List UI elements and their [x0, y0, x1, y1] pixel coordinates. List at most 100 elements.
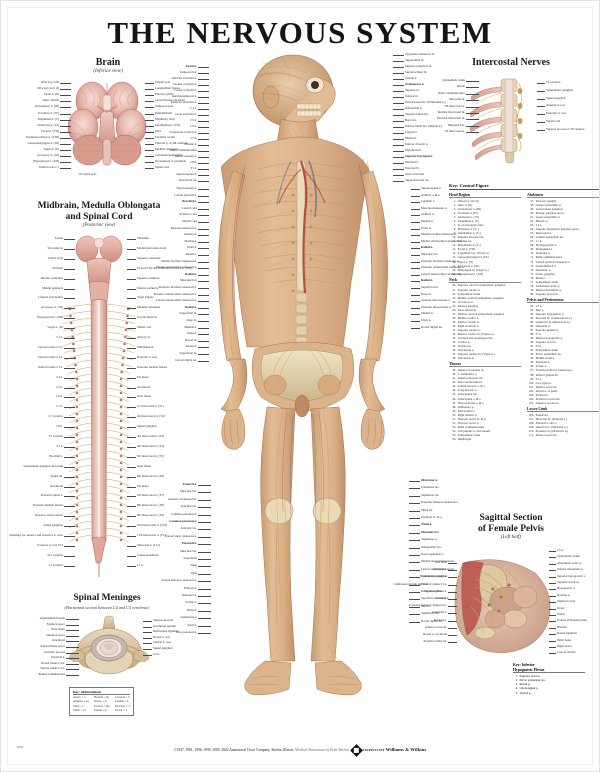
- leader-line: [198, 610, 211, 612]
- leader-line: [411, 235, 420, 236]
- anatomy-label: Deep br.: [186, 318, 197, 322]
- anatomy-label: Dura mater: [137, 394, 152, 399]
- key-item-number: 5.: [453, 214, 456, 219]
- publisher-logo: LIPPINCOTT Williams & Wilkins: [349, 744, 427, 757]
- anatomy-label: Posterior femoral cutaneous n.: [409, 603, 447, 608]
- leader-line: [448, 570, 457, 571]
- key-item-number: 37.: [452, 352, 456, 357]
- key-section-header: Thorax: [449, 362, 521, 368]
- leader-line: [198, 121, 209, 122]
- anatomy-label: Spinal cord: [546, 119, 561, 123]
- pelvis-key-number: 5.: [515, 690, 518, 695]
- leader-line: [198, 281, 209, 282]
- key-item-label: Right recurrent n.: [457, 323, 480, 328]
- leader-line: [143, 621, 152, 622]
- leader-line: [411, 268, 420, 269]
- key-item-number: 109.: [528, 424, 534, 429]
- key-list-item: 106.Femoral n.: [527, 413, 599, 417]
- anatomy-label: Lateral sural cutaneous n.: [165, 533, 197, 538]
- leader-line: [64, 367, 75, 369]
- anatomy-label: Suprascapular n.: [176, 186, 197, 190]
- leader-line: [409, 555, 420, 556]
- abbreviation-row: Sacral = S: [114, 708, 128, 713]
- anatomy-label: Femoral n.: [183, 585, 197, 590]
- anatomy-label: Femoral n.: [433, 567, 447, 572]
- key-list-item: 77.Sympathetic trunk: [527, 280, 599, 284]
- key-item-number: 62.: [530, 219, 534, 224]
- page-title: THE NERVOUS SYSTEM: [107, 15, 493, 50]
- key-list-item: 88.S1 n.: [527, 332, 599, 336]
- key-list-item: 28.Middle cardiac n.: [449, 316, 521, 320]
- leader-line: [198, 169, 209, 170]
- sku-code: 9547: [17, 745, 24, 749]
- leader-line: [145, 113, 154, 114]
- leader-line: [64, 288, 75, 289]
- anatomy-label: Vagus n. (X): [43, 147, 59, 152]
- leader-line: [198, 625, 211, 627]
- anatomy-label: Pineal body: [48, 255, 63, 260]
- leader-line: [66, 675, 79, 676]
- key-item-number: 52.: [452, 420, 456, 425]
- leader-line: [127, 536, 136, 537]
- brain-illustration: [61, 79, 153, 171]
- key-item-number: 38.: [452, 356, 456, 361]
- anatomy-label: Mental n.: [405, 136, 417, 140]
- key-item-number: 76.: [530, 275, 534, 280]
- leader-line: [537, 114, 545, 115]
- key-item-number: 21.: [452, 287, 456, 292]
- anatomy-label: Medial sural cutaneous nn.: [421, 559, 455, 564]
- leader-line: [411, 255, 420, 256]
- key-item-label: Thoracic aortic p.: [457, 420, 480, 425]
- key-item-number: 85.: [530, 319, 534, 324]
- leader-line: [64, 437, 75, 438]
- leader-line: [537, 129, 545, 131]
- key-item-label: Optic n. (II): [457, 202, 473, 207]
- key-item-label: Intercostobrachial n.: [457, 380, 483, 385]
- leader-line: [393, 79, 404, 80]
- key-item-label: Rami communicantes: [535, 255, 563, 260]
- leader-line: [127, 516, 136, 517]
- key-list-item: 97.Posterior femoral cutaneous n.: [527, 368, 599, 372]
- key-item-label: Tracheal and esophageal brs.: [457, 336, 493, 341]
- anatomy-label: Fornix: [54, 236, 63, 240]
- key-list-item: 2.Optic n. (II): [449, 203, 521, 207]
- anatomy-label: Dorsal digital nn.: [421, 324, 443, 329]
- key-item-number: 35.: [452, 344, 456, 349]
- key-list-item: 82.Iliac p.: [527, 308, 599, 312]
- key-title: Key: Central Figure: [449, 183, 599, 190]
- key-item-label: S3 n.: [535, 344, 542, 349]
- key-item-label: Pericardial br.: [457, 408, 475, 413]
- leader-line: [127, 347, 136, 349]
- anatomy-label: Phrenic n.: [184, 142, 197, 146]
- key-item-number: 22.: [452, 291, 456, 296]
- key-item-label: Superior hypogastric p.: [535, 311, 565, 316]
- leader-line: [411, 314, 420, 315]
- leader-line: [60, 168, 71, 169]
- anatomy-label: Axillary n.: [183, 232, 197, 237]
- leader-line: [64, 417, 75, 418]
- leader-line: [448, 599, 457, 600]
- key-item-label: Zygomatic brs. (Facial n.): [457, 251, 490, 256]
- anatomy-label: Ligamentum flavum: [39, 616, 65, 620]
- abbreviation-row: Lumbar = L: [114, 699, 130, 704]
- anatomy-label: Frontal pole: [155, 80, 171, 84]
- anatomy-label: Ventral rootlet C3 n.: [37, 364, 63, 369]
- key-item-label: Abdominal aortic p.: [535, 283, 561, 288]
- anatomy-label: Spinal cord: [155, 165, 170, 170]
- key-list-item: 5.Abducens n. (VI): [449, 215, 521, 219]
- anatomy-label: Medial brachial cutaneous n.: [161, 258, 197, 263]
- anatomy-label: Posterior n. root: [546, 111, 567, 116]
- key-list-item: 52.Thoracic aortic p.: [449, 421, 521, 425]
- anatomy-label: Internal br.: [405, 160, 419, 164]
- key-item-label: Anterior br. (Obturator n.): [535, 424, 568, 429]
- midbrain-subtitle: (Posterior view): [82, 223, 116, 229]
- leader-line: [393, 139, 404, 140]
- abbreviation-row: Veins = vv.: [73, 708, 87, 713]
- anatomy-label: Tibia: [421, 581, 428, 586]
- anatomy-label: Posterior median fissure: [137, 364, 168, 369]
- anatomy-label: Lateral cord: [181, 205, 197, 210]
- key-item-number: 14.: [452, 251, 456, 256]
- anatomy-label: Infrapatellar brs.: [421, 544, 442, 549]
- anatomy-label: Dorsal rootlet C3 n.: [38, 354, 63, 359]
- key-item-number: 48.: [452, 404, 456, 409]
